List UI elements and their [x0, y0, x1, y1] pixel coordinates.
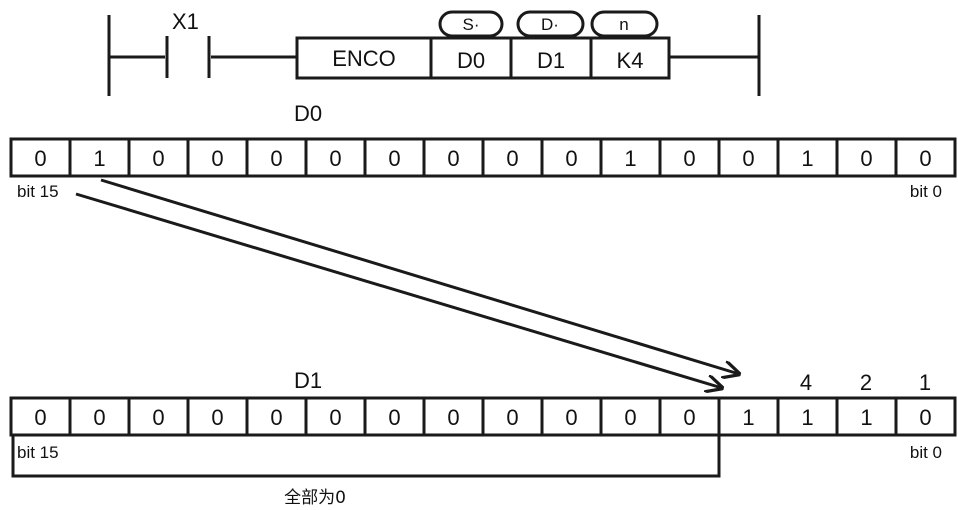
dest-bit-cell	[540, 396, 603, 437]
operand-tag-source	[438, 10, 504, 38]
dest-bit-cell	[127, 396, 190, 437]
dest-bit-cell	[835, 396, 898, 437]
operand-source: D0	[457, 48, 485, 73]
dest-bit-value: 0	[565, 405, 577, 430]
contact-label: X1	[172, 9, 199, 34]
source-msb-label: bit 15	[17, 182, 59, 201]
source-bit-value: 0	[152, 146, 164, 171]
source-register-name: D0	[294, 101, 322, 126]
dest-bit-value: 1	[801, 405, 813, 430]
arrow-lower	[75, 192, 722, 388]
dest-bit-cell	[481, 396, 544, 437]
source-bit-cell	[9, 137, 72, 178]
source-bit-value: 1	[93, 146, 105, 171]
operand-n: K4	[617, 48, 644, 73]
source-register: 0 1 0 0 0 0 0 0 0 0 1 0 0 1 0 0	[9, 137, 957, 178]
dest-lsb-label: bit 0	[910, 443, 942, 462]
dest-bit-value: 0	[919, 405, 931, 430]
source-bit-value: 0	[919, 146, 931, 171]
operand-tag-n-label: n	[619, 15, 628, 34]
source-bit-value: 0	[447, 146, 459, 171]
zero-bits-bracket	[11, 436, 721, 478]
operand-dest: D1	[537, 48, 565, 73]
dest-bit-value: 0	[506, 405, 518, 430]
dest-bit-value: 0	[211, 405, 223, 430]
source-bit-value: 0	[506, 146, 518, 171]
source-bit-value: 0	[329, 146, 341, 171]
dest-bit-value: 0	[388, 405, 400, 430]
source-bit-value: 0	[270, 146, 282, 171]
operand-tag-dest-label: D·	[541, 15, 559, 34]
source-bit-cell	[245, 137, 308, 178]
dest-register-name: D1	[294, 368, 322, 393]
ladder-rung	[107, 10, 761, 96]
bracket-note: 全部为0	[284, 488, 346, 508]
source-bit-value: 1	[801, 146, 813, 171]
operand-tag-dest	[516, 10, 585, 38]
source-lsb-label: bit 0	[910, 182, 942, 201]
dest-bit-cell	[717, 396, 780, 437]
source-bit-cell	[481, 137, 544, 178]
dest-bit-value: 1	[742, 405, 754, 430]
source-bit-cell	[186, 137, 249, 178]
arrow-upper	[100, 178, 739, 374]
source-bit-value: 0	[742, 146, 754, 171]
source-bit-cell	[894, 137, 957, 178]
source-bit-value: 0	[211, 146, 223, 171]
dest-bit-value: 0	[152, 405, 164, 430]
dest-bit-value: 0	[93, 405, 105, 430]
dest-bit-value: 0	[447, 405, 459, 430]
dest-bit-cell	[599, 396, 662, 437]
dest-msb-label: bit 15	[17, 443, 59, 462]
source-bit-cell	[363, 137, 426, 178]
source-bit-value: 1	[624, 146, 636, 171]
source-bit-value: 0	[565, 146, 577, 171]
dest-bit-value: 0	[683, 405, 695, 430]
dest-bit-cell	[894, 396, 957, 437]
dest-bit-value: 0	[34, 405, 46, 430]
source-bit-value: 0	[34, 146, 46, 171]
source-bit-value: 0	[860, 146, 872, 171]
dest-bit-value: 0	[329, 405, 341, 430]
source-bit-cell	[540, 137, 603, 178]
weight-1: 1	[919, 370, 931, 395]
source-bit-cell	[422, 137, 485, 178]
dest-bit-cell	[304, 396, 367, 437]
source-bit-value: 0	[388, 146, 400, 171]
dest-bit-value: 0	[624, 405, 636, 430]
operand-tag-source-label: S·	[463, 15, 480, 34]
dest-bit-value: 1	[860, 405, 872, 430]
source-bit-value: 0	[683, 146, 695, 171]
operand-tag-n	[590, 10, 659, 38]
source-bit-cell	[68, 137, 131, 178]
source-bit-cell	[717, 137, 780, 178]
dest-bit-cell	[186, 396, 249, 437]
encode-arrows	[75, 178, 739, 388]
instruction-mnemonic: ENCO	[332, 46, 396, 71]
weight-4: 4	[800, 370, 812, 395]
source-bit-cell	[304, 137, 367, 178]
dest-bit-cell	[363, 396, 426, 437]
weight-2: 2	[860, 370, 872, 395]
dest-bit-value: 0	[270, 405, 282, 430]
dest-bit-cell	[422, 396, 485, 437]
dest-register: 0 0 0 0 0 0 0 0 0 0 0 0 1 1 1 0	[9, 396, 957, 437]
